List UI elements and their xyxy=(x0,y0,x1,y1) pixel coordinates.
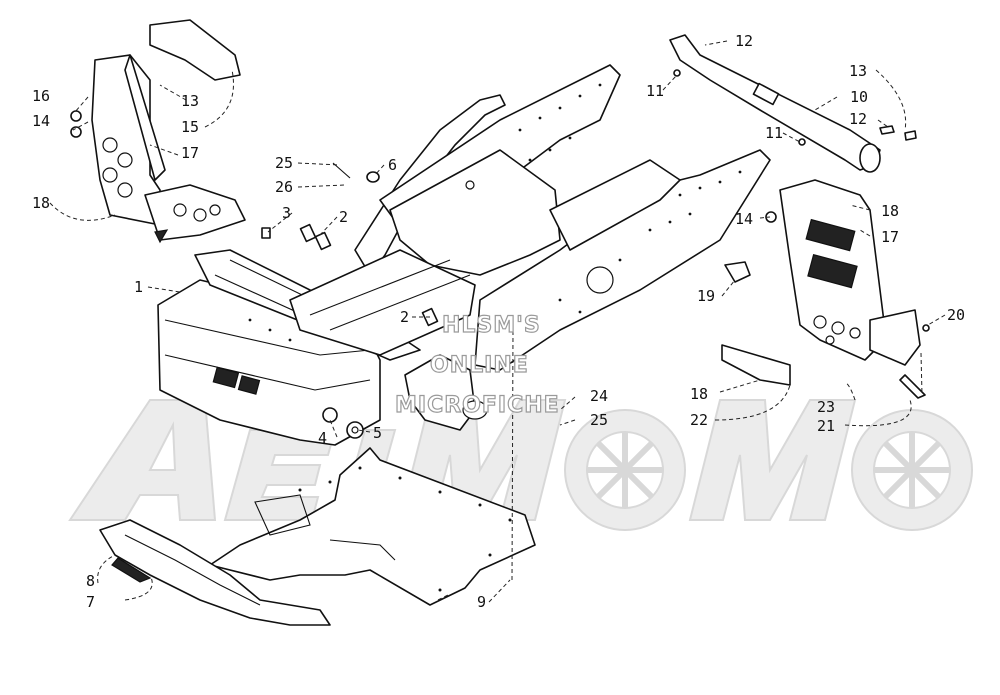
overlay-line-3: MICROFICHE xyxy=(395,393,560,418)
callout-5: 5 xyxy=(373,424,382,442)
callout-25-left: 25 xyxy=(275,154,293,172)
callout-13-left: 13 xyxy=(181,92,199,110)
callout-15: 15 xyxy=(181,118,199,136)
overlay-line-1: HLSM'S xyxy=(442,313,541,338)
callout-23: 23 xyxy=(817,398,835,416)
callout-21: 21 xyxy=(817,417,835,435)
callout-7: 7 xyxy=(86,593,95,611)
callout-14-right: 14 xyxy=(735,210,753,228)
callout-10: 10 xyxy=(850,88,868,106)
callout-20: 20 xyxy=(947,306,965,324)
callout-8: 8 xyxy=(86,572,95,590)
callout-13-right: 13 xyxy=(849,62,867,80)
callout-18-left: 18 xyxy=(32,194,50,212)
callout-12-lower: 12 xyxy=(849,110,867,128)
callout-14-left: 14 xyxy=(32,112,50,130)
callout-2-upper: 2 xyxy=(339,208,348,226)
callout-6: 6 xyxy=(388,156,397,174)
callout-17-right: 17 xyxy=(881,228,899,246)
callout-12-upper: 12 xyxy=(735,32,753,50)
overlay-line-2: ONLINE xyxy=(430,353,529,378)
callout-labels: 1 2 2 3 4 5 6 7 8 9 10 11 11 12 12 13 13… xyxy=(32,32,965,611)
callout-2-lower: 2 xyxy=(400,308,409,326)
callout-25-right: 25 xyxy=(590,411,608,429)
steering-post xyxy=(669,34,917,173)
left-footrest-bracket xyxy=(70,19,246,244)
leader-lines xyxy=(49,40,946,603)
callout-22: 22 xyxy=(690,411,708,429)
callout-16: 16 xyxy=(32,87,50,105)
callout-18-right: 18 xyxy=(881,202,899,220)
callout-9: 9 xyxy=(477,593,486,611)
callout-24: 24 xyxy=(590,387,608,405)
main-chassis xyxy=(157,64,771,446)
callout-17-left: 17 xyxy=(181,144,199,162)
callout-18-lower: 18 xyxy=(690,385,708,403)
right-footrest-bracket xyxy=(721,179,930,399)
callout-11-lower: 11 xyxy=(765,124,783,142)
watermark-logo xyxy=(68,399,973,531)
callout-19: 19 xyxy=(697,287,715,305)
callout-11-upper: 11 xyxy=(646,82,664,100)
belly-pan xyxy=(209,447,536,606)
callout-4: 4 xyxy=(318,429,327,447)
callout-3: 3 xyxy=(282,204,291,222)
microfiche-overlay: HLSM'S ONLINE MICROFICHE xyxy=(394,312,560,418)
callout-1: 1 xyxy=(134,278,143,296)
callout-26: 26 xyxy=(275,178,293,196)
